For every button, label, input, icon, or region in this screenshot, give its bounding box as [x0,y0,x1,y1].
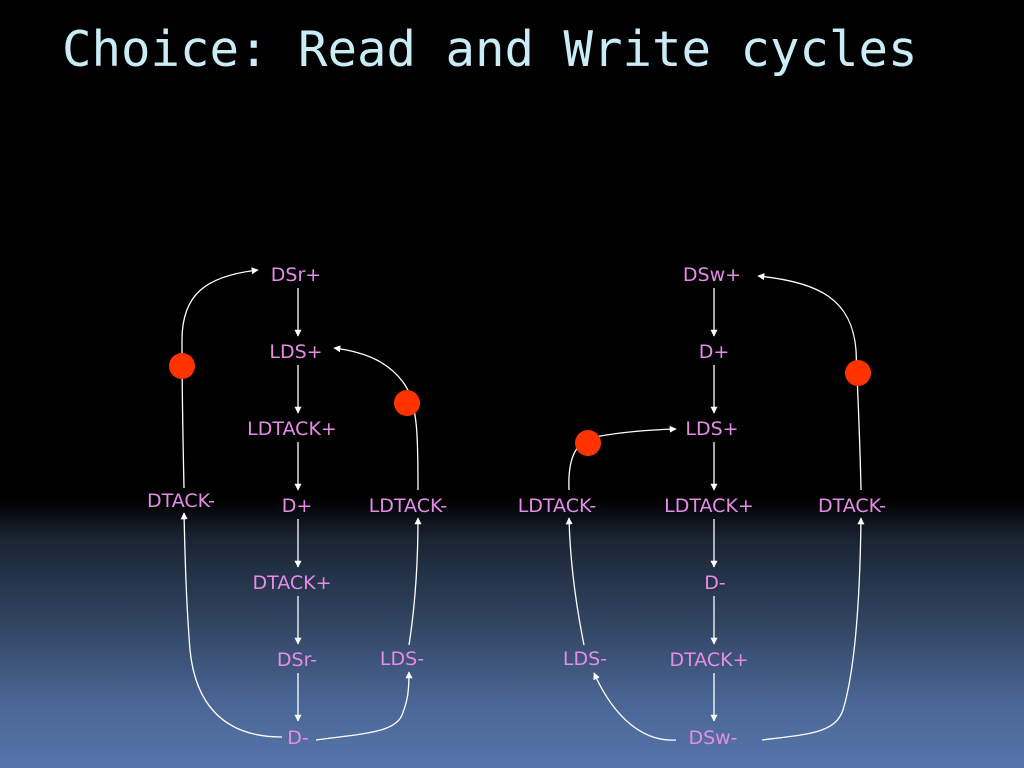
write-node-ldtack-minus: LDTACK- [518,495,597,517]
read-node-ldtack-plus: LDTACK+ [247,418,337,440]
write-node-dsw-plus: DSw+ [683,264,741,286]
write-token-dtack-minus-dsw-plus [845,360,871,386]
read-node-dtack-plus: DTACK+ [252,572,331,594]
read-node-d-plus: D+ [282,495,313,517]
read-node-lds-plus: LDS+ [269,341,322,363]
write-arc-dtack-minus-to-dsw-plus [757,273,862,491]
read-arc-ldtack-minus-to-lds-plus [333,345,419,491]
read-node-dsr-plus: DSr+ [271,264,321,286]
read-arc-dtack-minus-to-dsr-plus [181,267,259,489]
write-node-ldtack-plus: LDTACK+ [664,495,754,517]
read-arc-d-minus-to-dtack-minus [180,512,283,738]
write-node-dsw-minus: DSw- [688,727,737,749]
write-cycle: DSw+ D+ LDS+ LDTACK+ D- DTACK+ DSw- LDTA… [518,264,886,749]
write-arc-lds-minus-to-ldtack-minus [565,517,585,646]
write-node-d-plus: D+ [699,341,730,363]
read-cycle: DSr+ LDS+ LDTACK+ D+ DTACK+ DSr- D- DTAC… [147,264,447,749]
write-arc-dsw-minus-to-lds-minus [593,672,677,741]
slide-title: Choice: Read and Write cycles [62,21,918,78]
read-node-d-minus: D- [287,727,309,749]
write-token-ldtack-minus-lds-plus [575,430,601,456]
read-token-ldtack-minus-lds-plus [394,390,420,416]
read-node-dtack-minus: DTACK- [147,490,215,512]
read-arc-lds-minus-to-ldtack-minus [408,517,422,646]
write-node-dtack-minus: DTACK- [818,495,886,517]
write-node-lds-plus: LDS+ [685,418,738,440]
write-node-dtack-plus: DTACK+ [669,649,748,671]
read-arc-d-minus-to-lds-minus [315,671,413,741]
read-node-ldtack-minus: LDTACK- [369,495,448,517]
read-token-dtack-minus-dsr-plus [169,353,195,379]
write-node-d-minus: D- [704,572,726,594]
read-node-dsr-minus: DSr- [277,649,317,671]
write-arc-dsw-minus-to-dtack-minus [761,517,865,741]
write-node-lds-minus: LDS- [563,648,607,670]
read-node-lds-minus: LDS- [380,648,424,670]
